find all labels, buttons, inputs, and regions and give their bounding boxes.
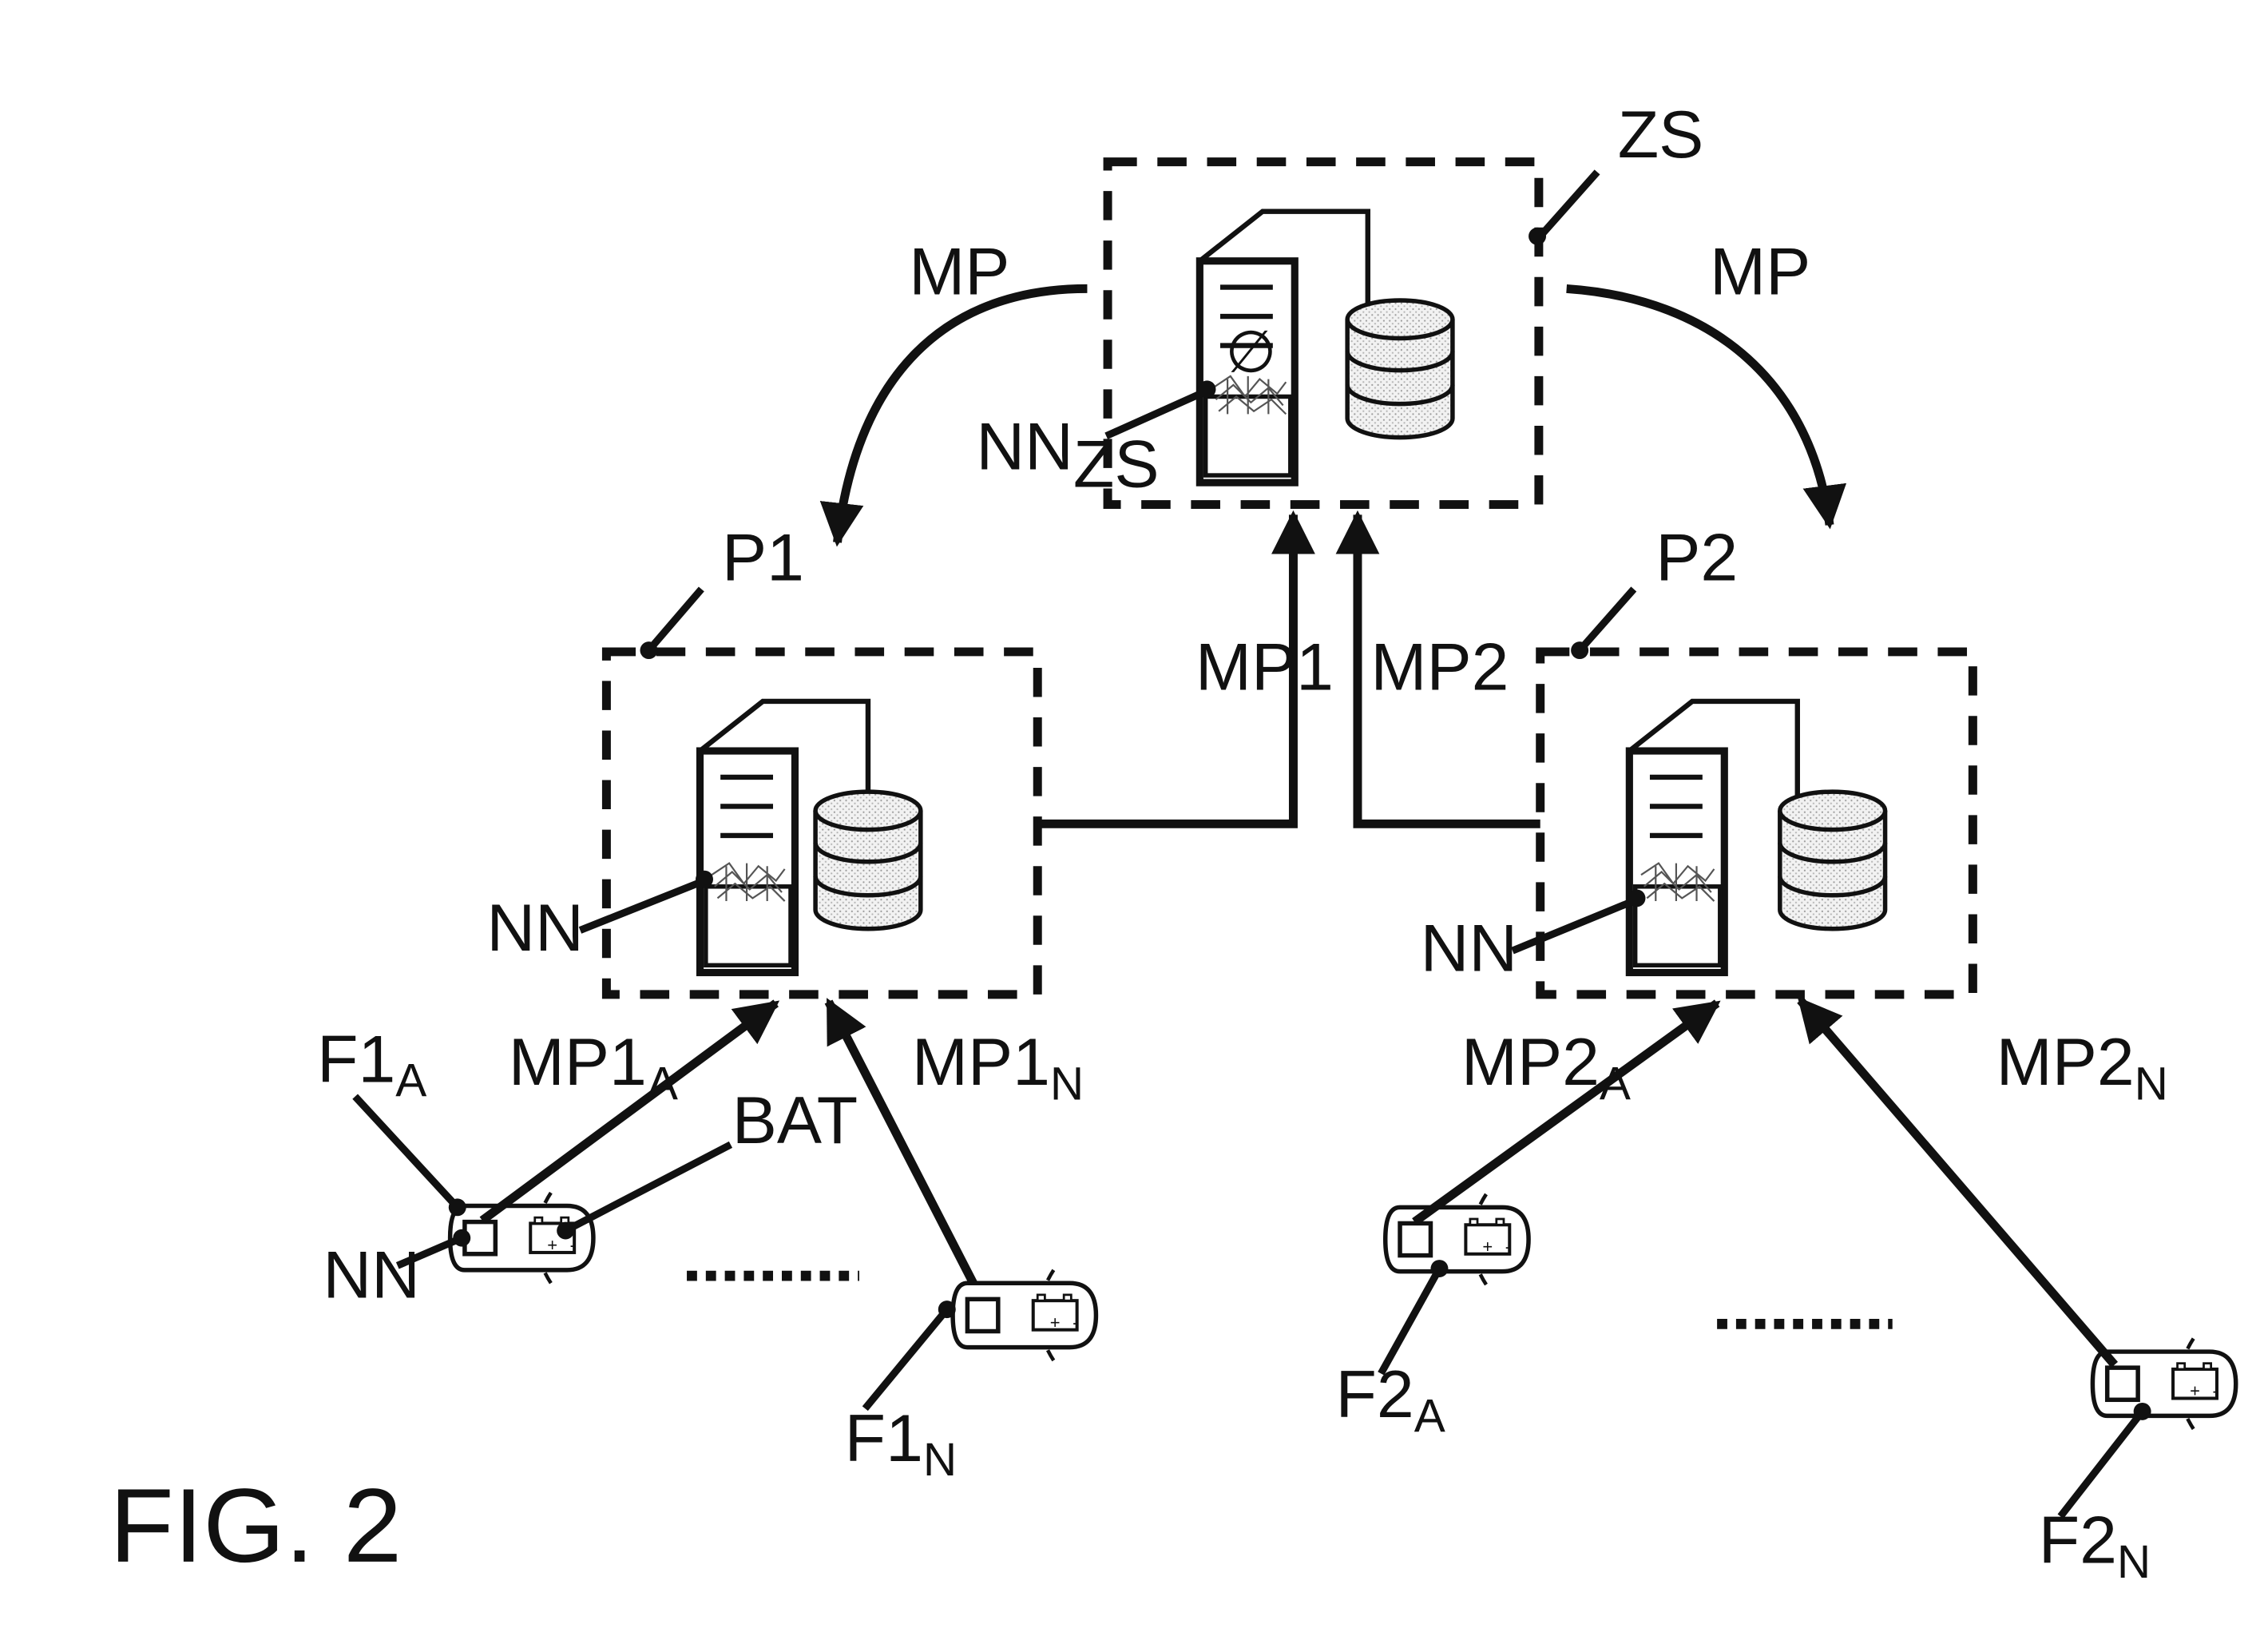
mp-right-arrow [1566, 284, 1847, 530]
battery-f1a-minus: - [570, 1235, 576, 1255]
p1-leader-dot [640, 641, 658, 660]
label-mp2n: MP2N [1996, 1024, 2168, 1110]
label-mp1a: MP1A [509, 1024, 678, 1110]
mp2n-arrow [1797, 997, 2119, 1368]
nn-vehicle-leader-line [395, 1234, 464, 1269]
nn-zs-leader-line [1104, 387, 1209, 439]
f2a-leader-line [1378, 1266, 1443, 1376]
label-mp2: MP2 [1370, 629, 1509, 704]
mp1-arrow [1037, 510, 1315, 828]
f1n-leader-dot [938, 1300, 956, 1319]
label-nn-zs: NNZS [976, 409, 1159, 502]
nn-p1-leader-dot [696, 870, 713, 888]
f1a-leader-dot [448, 1198, 466, 1217]
label-f1a: F1A [317, 1021, 426, 1106]
bat-leader-line [564, 1141, 733, 1234]
nn-p1-leader-line [578, 877, 706, 934]
p2-server-frame [1536, 647, 1977, 999]
p2-leader-dot [1571, 641, 1589, 660]
label-nn-vehicle: NN [323, 1237, 420, 1312]
label-p2: P2 [1655, 520, 1738, 595]
mp-left-arrow [819, 284, 1088, 547]
p1-database-icon [815, 792, 921, 929]
no-model-symbol: ∅ [1226, 320, 1277, 385]
p1-leader-line [646, 586, 704, 653]
central-database-icon [1347, 300, 1453, 438]
label-p1: P1 [722, 520, 804, 595]
nn-p2-leader-dot [1628, 889, 1646, 907]
battery-f2n-minus: - [2212, 1381, 2218, 1401]
nn-p2-leader-line [1511, 895, 1639, 955]
mp2a-arrow [1412, 999, 1721, 1226]
mp1n-arrow [824, 998, 977, 1285]
central-server-frame [1103, 157, 1544, 510]
vehicle-f1a[interactable]: + - [450, 1193, 593, 1283]
central-server-zs[interactable]: ∅ [1103, 157, 1544, 510]
vehicle-f1n[interactable]: + - [953, 1270, 1096, 1360]
vehicle-f2n[interactable]: + - [2092, 1339, 2235, 1429]
edge-server-p2[interactable] [1536, 647, 1977, 999]
f1n-leader-line [862, 1307, 950, 1412]
mp1a-arrow [479, 999, 780, 1225]
battery-f2a-plus: + [1482, 1237, 1493, 1257]
label-nn-p2: NN [1421, 911, 1518, 986]
nn-zs-leader-dot [1198, 380, 1216, 399]
p2-database-icon [1780, 792, 1885, 929]
battery-f2a-minus: - [1505, 1237, 1511, 1257]
label-mp2a: MP2A [1461, 1024, 1631, 1110]
nn-vehicle-leader-dot [453, 1229, 471, 1247]
p2-leader-line [1576, 586, 1637, 653]
label-f1n: F1N [845, 1400, 958, 1486]
label-bat: BAT [732, 1082, 858, 1158]
label-nn-p1: NN [486, 890, 584, 965]
label-f2n: F2N [2039, 1503, 2151, 1588]
vehicle-f2a[interactable]: + - [1386, 1194, 1529, 1285]
label-zs: ZS [1618, 97, 1704, 172]
label-mp1: MP1 [1195, 629, 1334, 704]
zs-leader-line [1537, 169, 1600, 239]
label-mp-left: MP [909, 234, 1009, 309]
battery-f2n-plus: + [2190, 1381, 2200, 1401]
label-nn-zs-base: NN [976, 409, 1073, 484]
edge-server-p1[interactable] [601, 647, 1042, 999]
label-mp-right: MP [1710, 234, 1810, 309]
label-mp1n: MP1N [912, 1024, 1084, 1110]
f2a-leader-dot [1430, 1260, 1449, 1277]
battery-f1n-plus: + [1050, 1312, 1061, 1332]
figure-label: FIG. 2 [109, 1467, 402, 1584]
f2n-leader-dot [2133, 1402, 2151, 1420]
f1a-leader-line [352, 1094, 461, 1210]
bat-leader-dot [557, 1221, 575, 1240]
label-nn-zs-sub: ZS [1073, 427, 1160, 502]
label-f2a: F2A [1336, 1356, 1445, 1442]
battery-f1n-minus: - [1073, 1312, 1078, 1332]
f2n-leader-line [2057, 1409, 2146, 1519]
mp2-arrow [1335, 510, 1540, 828]
battery-f1a-plus: + [547, 1235, 557, 1255]
p2-server-tower-icon [1629, 701, 1797, 973]
zs-leader-dot [1529, 227, 1547, 245]
